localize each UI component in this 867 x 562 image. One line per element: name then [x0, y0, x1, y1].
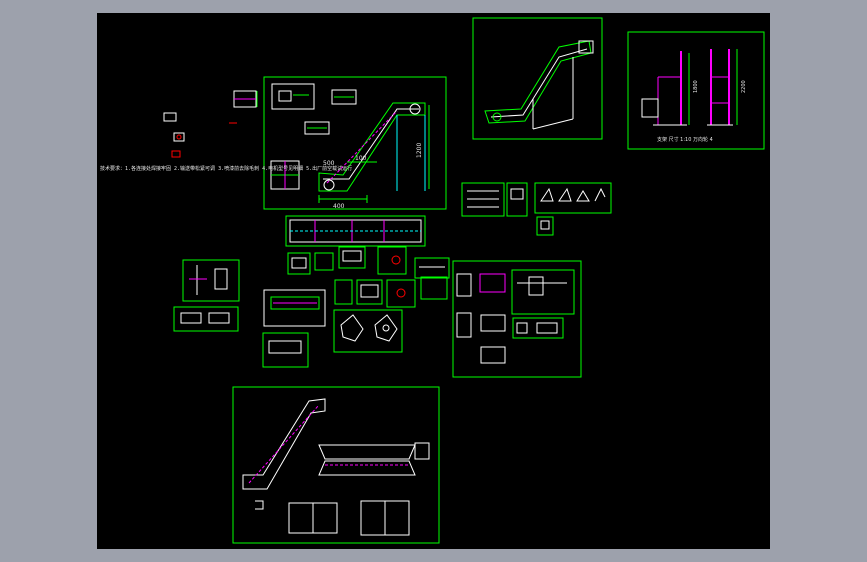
- dim-height-label: 1200: [416, 143, 423, 158]
- belt-section-view[interactable]: [285, 215, 426, 247]
- cad-drawing-viewport[interactable]: 1200 400 500 100: [97, 13, 770, 549]
- cad-drawing-canvas: 1200 400 500 100: [163, 17, 765, 544]
- loose-parts-left[interactable]: [163, 90, 258, 158]
- isometric-view[interactable]: [472, 17, 603, 140]
- dim-width-label-3: 100: [355, 155, 367, 162]
- bottom-assembly-view[interactable]: [232, 386, 440, 544]
- dim-width-label-2: 500: [323, 160, 335, 167]
- main-assembly-view[interactable]: [263, 76, 447, 210]
- dim-width-label-1: 400: [333, 203, 345, 210]
- mid-details[interactable]: [173, 246, 450, 368]
- side-dim-label-2: 2200: [741, 80, 747, 93]
- right-detail-cluster[interactable]: [452, 260, 582, 378]
- frame-side-views[interactable]: [627, 31, 765, 150]
- detail-sheet-a[interactable]: [461, 182, 612, 236]
- side-dim-label-1: 1800: [693, 80, 699, 93]
- frame-note-text: 支架 尺寸 1:10 万向轮 4: [657, 136, 713, 143]
- technical-notes-text: 技术要求：1.各连接处焊接牢固 2.输送带松紧可调 3.喷漆前去除毛刺 4.电机…: [100, 166, 353, 172]
